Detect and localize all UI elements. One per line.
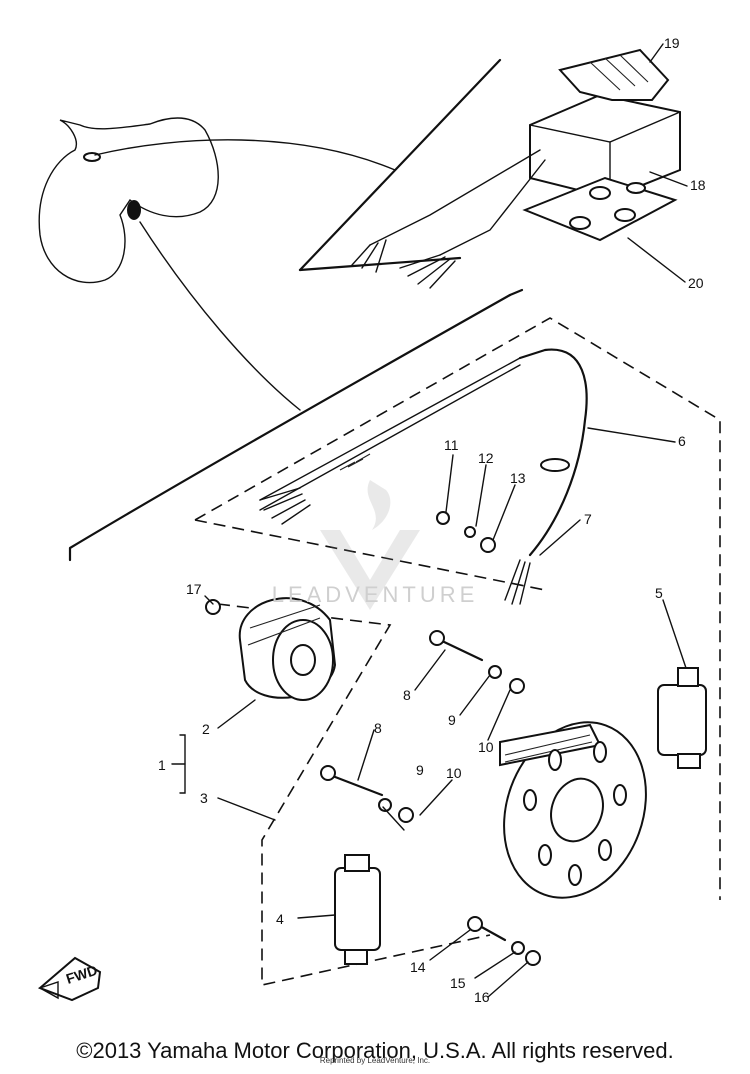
- panel-edge-upper: [298, 58, 502, 272]
- callout-12: 12: [478, 450, 494, 466]
- callout-18: 18: [690, 177, 706, 193]
- condenser-4: [334, 854, 381, 965]
- callout-14: 14: [410, 959, 426, 975]
- callout-8a: 8: [403, 687, 411, 703]
- callout-labels: 1 2 3 4 5 6 7 8 8 9 9 10 10 11 12 13 14 …: [158, 35, 706, 1005]
- callout-19: 19: [664, 35, 680, 51]
- callout-20: 20: [688, 275, 704, 291]
- callout-16: 16: [474, 989, 490, 1005]
- wire-harness: [259, 348, 588, 605]
- rotor: [238, 597, 337, 701]
- callout-15: 15: [450, 975, 466, 991]
- cdi-unit: [351, 48, 681, 289]
- watermark-logo-icon: [320, 480, 420, 610]
- callout-2: 2: [202, 721, 210, 737]
- callout-8b: 8: [374, 720, 382, 736]
- watermark-text: LEADVENTURE: [271, 582, 479, 607]
- callout-10a: 10: [478, 739, 494, 755]
- callout-11: 11: [444, 437, 459, 453]
- callout-7: 7: [584, 511, 592, 527]
- stator-plate: [499, 721, 647, 899]
- callout-9b: 9: [416, 762, 424, 778]
- forward-arrow: FWD: [38, 956, 102, 1002]
- callout-6: 6: [678, 433, 686, 449]
- callout-13: 13: [510, 470, 526, 486]
- motorcycle-outline: [38, 117, 219, 284]
- ignition-coil-5: [657, 667, 707, 769]
- callout-1: 1: [158, 757, 166, 773]
- callout-10b: 10: [446, 765, 462, 781]
- callout-17: 17: [186, 581, 202, 597]
- callout-5: 5: [655, 585, 663, 601]
- callout-3: 3: [200, 790, 208, 806]
- callout-4: 4: [276, 911, 284, 927]
- copyright-notice: ©2013 Yamaha Motor Corporation, U.S.A. A…: [76, 1038, 674, 1063]
- leader-lines: [171, 43, 688, 998]
- callout-9a: 9: [448, 712, 456, 728]
- reprint-notice: Reprinted by LeadVenture, Inc.: [319, 1056, 431, 1065]
